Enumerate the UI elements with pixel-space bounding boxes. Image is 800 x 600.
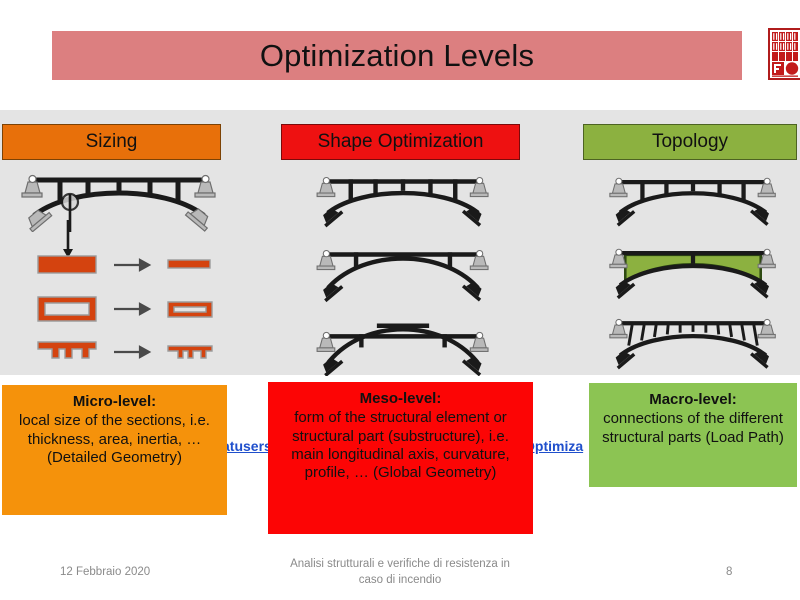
diagram-section-solid [36,253,216,279]
diagram-shape-bridge-1 [310,172,496,230]
diagram-shape-bridge-2 [310,245,496,303]
level-title-macro: Macro-level: [649,391,737,408]
column-header-topology[interactable]: Topology [583,124,797,160]
footer-subject: Analisi strutturali e verifiche di resis… [272,557,528,588]
level-body-micro: local size of the sections, i.e. thickne… [19,412,210,466]
level-body-meso: form of the structural element or struct… [291,409,510,482]
hyperlink-right-fragment[interactable]: Optimiza [524,438,584,454]
footer-page-number: 8 [726,566,733,578]
level-box-macro: Macro-level: connections of the differen… [589,383,797,487]
level-title-meso: Meso-level: [359,390,442,407]
diagram-section-hollow [36,294,216,324]
column-header-sizing[interactable]: Sizing [2,124,221,160]
diagram-topology-bridge-2 [603,243,783,301]
hyperlink-left-fragment[interactable]: atusers [222,438,272,454]
diagram-section-ribbed [36,338,216,366]
diagram-sizing-bridge [14,172,224,232]
page-title: Optimization Levels [259,37,535,73]
level-box-meso: Meso-level: form of the structural eleme… [268,382,533,534]
level-box-micro: Micro-level: local size of the sections,… [2,385,227,515]
fbo-seal-logo-icon [768,28,800,80]
level-title-micro: Micro-level: [72,393,157,410]
footer-subject-line2: caso di incendio [358,573,442,586]
column-header-shape-optimization[interactable]: Shape Optimization [281,124,520,160]
level-body-macro: connections of the different structural … [602,410,784,446]
diagram-shape-bridge-3 [310,318,496,376]
footer-date: 12 Febbraio 2020 [60,566,151,578]
footer-subject-line1: Analisi strutturali e verifiche di resis… [290,558,510,570]
load-arrow-icon [60,220,76,260]
title-banner [52,31,742,80]
diagram-topology-bridge-3 [603,312,783,374]
diagram-topology-bridge-1 [603,172,783,230]
